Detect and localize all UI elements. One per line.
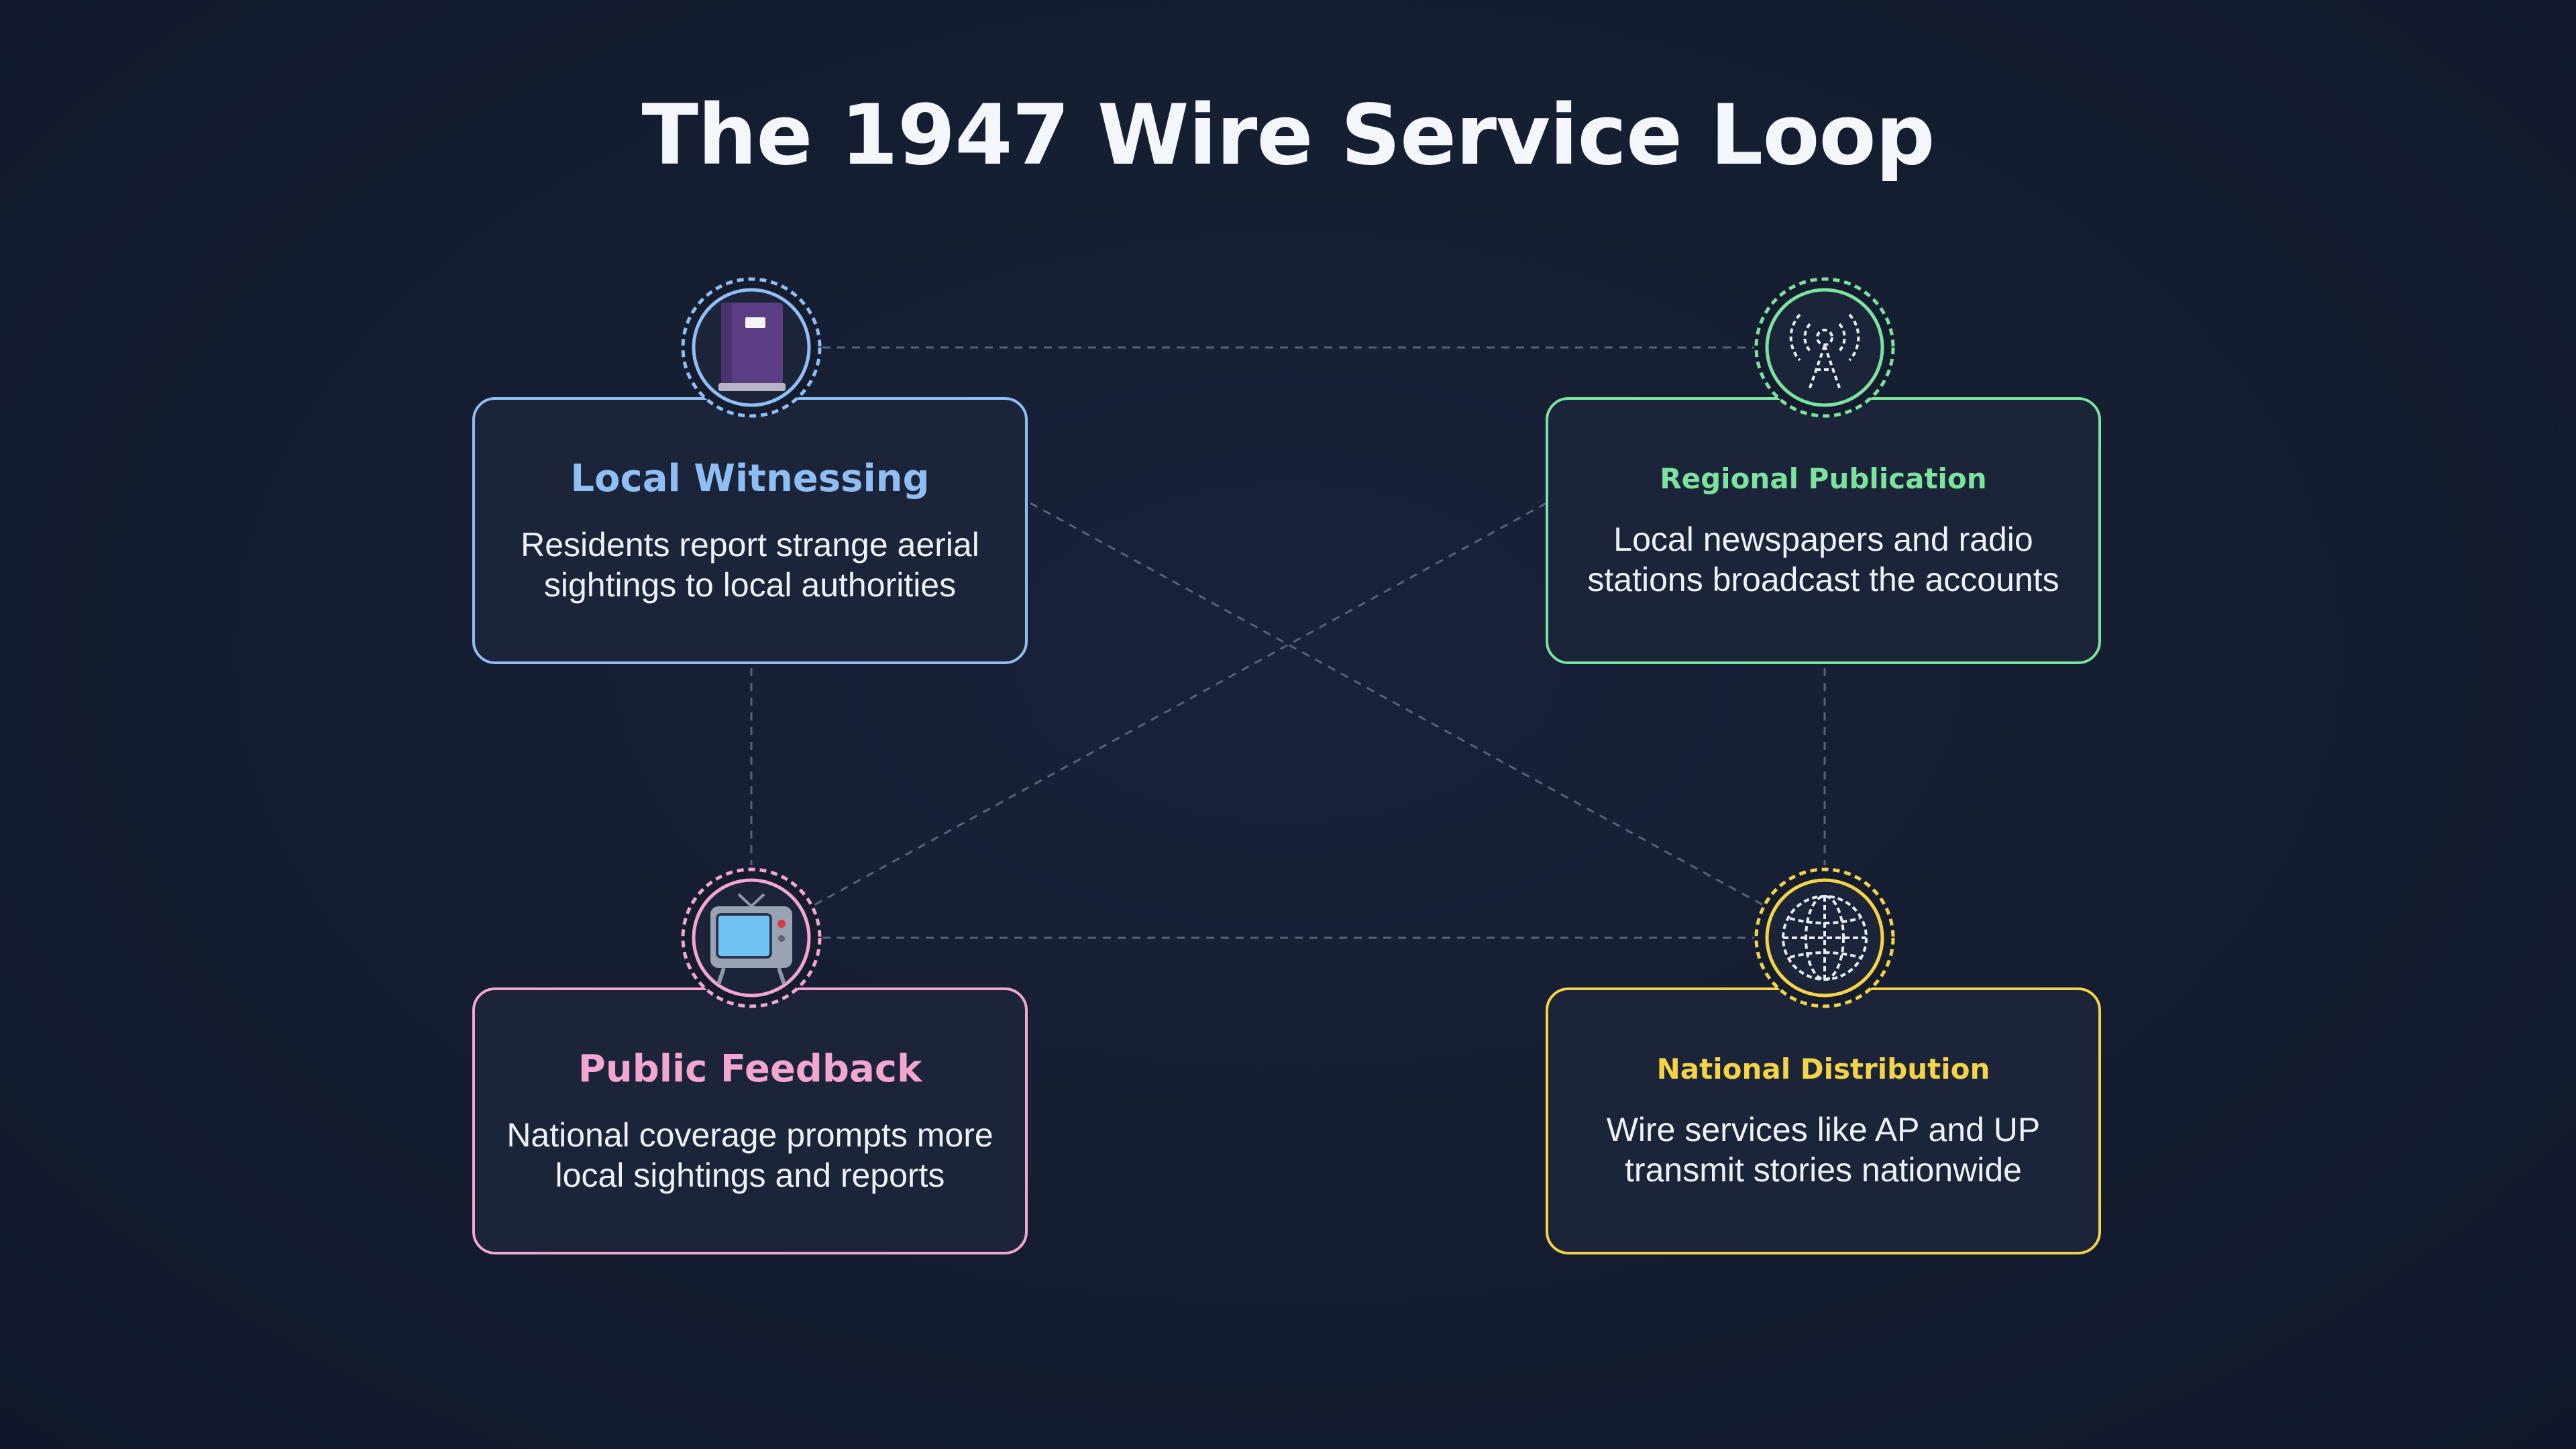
page-title: The 1947 Wire Service Loop xyxy=(641,87,1935,184)
connector-diagonal-up xyxy=(812,502,1547,907)
node-description: National coverage prompts more local sig… xyxy=(506,1116,994,1194)
connector-diagonal-down xyxy=(1030,502,1765,907)
node-description: Residents report strange aerial sighting… xyxy=(521,525,979,604)
node-label: Local Witnessing xyxy=(570,456,930,500)
node-public-feedback: Public Feedback National coverage prompt… xyxy=(472,987,1028,1254)
television-icon xyxy=(681,867,822,1008)
node-local-witnessing: Local Witnessing Residents report strang… xyxy=(472,397,1028,664)
node-label: Regional Publication xyxy=(1660,462,1987,495)
antenna-icon xyxy=(1754,277,1895,418)
node-national-distribution: National Distribution Wire services like… xyxy=(1546,987,2101,1254)
node-label: Public Feedback xyxy=(578,1046,922,1091)
globe-icon xyxy=(1754,867,1895,1008)
book-icon xyxy=(681,277,822,418)
node-label: National Distribution xyxy=(1656,1052,1990,1085)
node-description: Local newspapers and radio stations broa… xyxy=(1587,520,2059,598)
node-regional-publication: Regional Publication Local newspapers an… xyxy=(1546,397,2101,664)
node-description: Wire services like AP and UP transmit st… xyxy=(1606,1110,2041,1189)
